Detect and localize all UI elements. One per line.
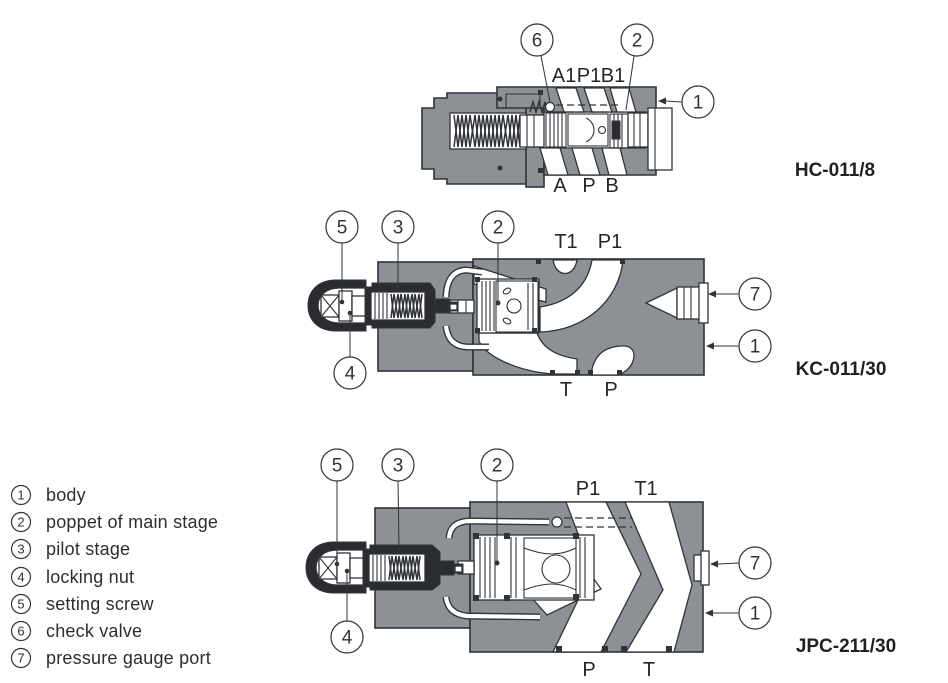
legend-num-5: 5 <box>17 597 24 612</box>
jpc-callout-3-num: 3 <box>393 456 404 477</box>
legend-label-5: setting screw <box>46 594 154 614</box>
diagram-hc: 6 2 1 A1 P1 B1 A P B HC-011/8 <box>421 23 875 197</box>
legend-label-7: pressure gauge port <box>46 648 211 668</box>
legend-num-7: 7 <box>17 651 24 666</box>
kc-callout-5-num: 5 <box>337 218 348 239</box>
jpc-callout-2: 2 <box>480 448 514 566</box>
hc-port-p1: P1 <box>577 65 601 87</box>
hc-check-spring <box>529 99 547 115</box>
jpc-callout-7: 7 <box>710 546 772 580</box>
hc-callout-1-num: 1 <box>693 93 704 114</box>
jpc-gauge-tab <box>700 550 710 586</box>
legend-num-3: 3 <box>17 542 24 557</box>
kc-port-t1: T1 <box>554 231 577 253</box>
jpc-orifice <box>551 516 563 528</box>
jpc-callout-3: 3 <box>381 448 415 552</box>
jpc-port-p: P <box>582 659 595 681</box>
hc-callout-6-num: 6 <box>532 31 543 52</box>
hc-port-p: P <box>582 175 595 197</box>
jpc-callout-7-num: 7 <box>750 554 761 575</box>
hc-spring-seat <box>519 114 547 148</box>
kc-callout-1: 1 <box>706 329 772 363</box>
legend-label-6: check valve <box>46 621 142 641</box>
diagram-kc: 5 3 2 4 7 1 <box>307 210 887 401</box>
kc-callout-3: 3 <box>381 210 415 290</box>
hc-title: HC-011/8 <box>795 160 875 181</box>
hc-callout-2-num: 2 <box>632 31 643 52</box>
hc-callout-2: 2 <box>620 23 654 111</box>
legend-item-4: 4 locking nut <box>10 566 134 588</box>
hc-plug-head <box>647 107 673 171</box>
jpc-callout-4-num: 4 <box>342 628 353 649</box>
jpc-title: JPC-211/30 <box>796 636 896 657</box>
kc-title: KC-011/30 <box>796 359 887 380</box>
kc-pilot-pipe-top <box>443 267 483 298</box>
legend: 1 body 2 poppet of main stage 3 pilot st… <box>10 484 218 669</box>
hc-main-spring-back <box>453 114 521 148</box>
jpc-callout-4: 4 <box>330 568 364 654</box>
kc-gauge-tab <box>698 282 709 324</box>
jpc-pilot-pipe-top <box>446 518 550 539</box>
kc-callout-4: 4 <box>333 310 367 390</box>
kc-callout-7-num: 7 <box>750 285 761 306</box>
legend-label-1: body <box>46 485 86 505</box>
kc-t1-notch <box>552 259 578 275</box>
jpc-callout-2-num: 2 <box>492 456 503 477</box>
kc-gauge-plug <box>676 286 701 320</box>
hc-callout-6: 6 <box>520 23 554 103</box>
kc-port-p: P <box>604 379 617 401</box>
hc-main-spring <box>453 114 521 148</box>
hc-channel-b1 <box>609 87 637 113</box>
legend-item-5: 5 setting screw <box>10 593 154 615</box>
legend-label-3: pilot stage <box>46 539 130 559</box>
kc-pilot-pipe-bottom <box>443 325 489 350</box>
kc-callout-4-num: 4 <box>345 364 356 385</box>
legend-item-3: 3 pilot stage <box>10 538 130 560</box>
hc-plug-rings <box>627 112 649 148</box>
kc-callout-3-num: 3 <box>393 218 404 239</box>
legend-item-1: 1 body <box>10 484 86 506</box>
diagram-jpc: 5 3 2 4 7 1 <box>305 448 896 681</box>
kc-callout-1-num: 1 <box>750 337 761 358</box>
jpc-callout-1: 1 <box>705 596 772 630</box>
kc-port-p1: P1 <box>598 231 622 253</box>
hc-poppet <box>567 113 609 147</box>
legend-num-1: 1 <box>17 488 24 503</box>
jpc-port-t: T <box>643 659 655 681</box>
hc-port-b1: B1 <box>601 65 625 87</box>
jpc-locking-nut <box>336 552 351 584</box>
hc-check-housing <box>505 93 541 108</box>
legend-label-2: poppet of main stage <box>46 512 218 532</box>
jpc-callout-1-num: 1 <box>750 604 761 625</box>
legend-item-6: 6 check valve <box>10 620 142 642</box>
legend-num-6: 6 <box>17 624 24 639</box>
legend-num-4: 4 <box>17 570 24 585</box>
jpc-port-t1: T1 <box>634 478 657 500</box>
hc-port-a1: A1 <box>552 65 576 87</box>
kc-callout-7: 7 <box>708 277 772 311</box>
jpc-pilot-pipe-bottom <box>443 596 541 620</box>
hc-port-a: A <box>553 175 567 197</box>
kc-port-t: T <box>560 379 572 401</box>
hc-seal <box>611 120 621 140</box>
jpc-callout-5-num: 5 <box>332 456 343 477</box>
jpc-t-channel <box>624 501 693 653</box>
legend-item-7: 7 pressure gauge port <box>10 647 211 669</box>
jpc-callout-5: 5 <box>320 448 354 567</box>
hc-channel-a <box>539 147 569 176</box>
hc-channel-p <box>571 147 601 176</box>
hc-callout-1: 1 <box>658 85 715 119</box>
kc-p-channel <box>590 345 635 376</box>
kc-p1-channel <box>539 259 624 333</box>
legend-label-4: locking nut <box>46 567 134 587</box>
jpc-port-p1: P1 <box>576 478 600 500</box>
legend-num-2: 2 <box>17 515 24 530</box>
kc-callout-5: 5 <box>325 210 359 305</box>
hc-port-b: B <box>605 175 618 197</box>
legend-item-2: 2 poppet of main stage <box>10 511 218 533</box>
kc-callout-2-num: 2 <box>493 218 504 239</box>
kc-callout-2: 2 <box>481 210 515 306</box>
hc-check-ball <box>544 101 556 113</box>
